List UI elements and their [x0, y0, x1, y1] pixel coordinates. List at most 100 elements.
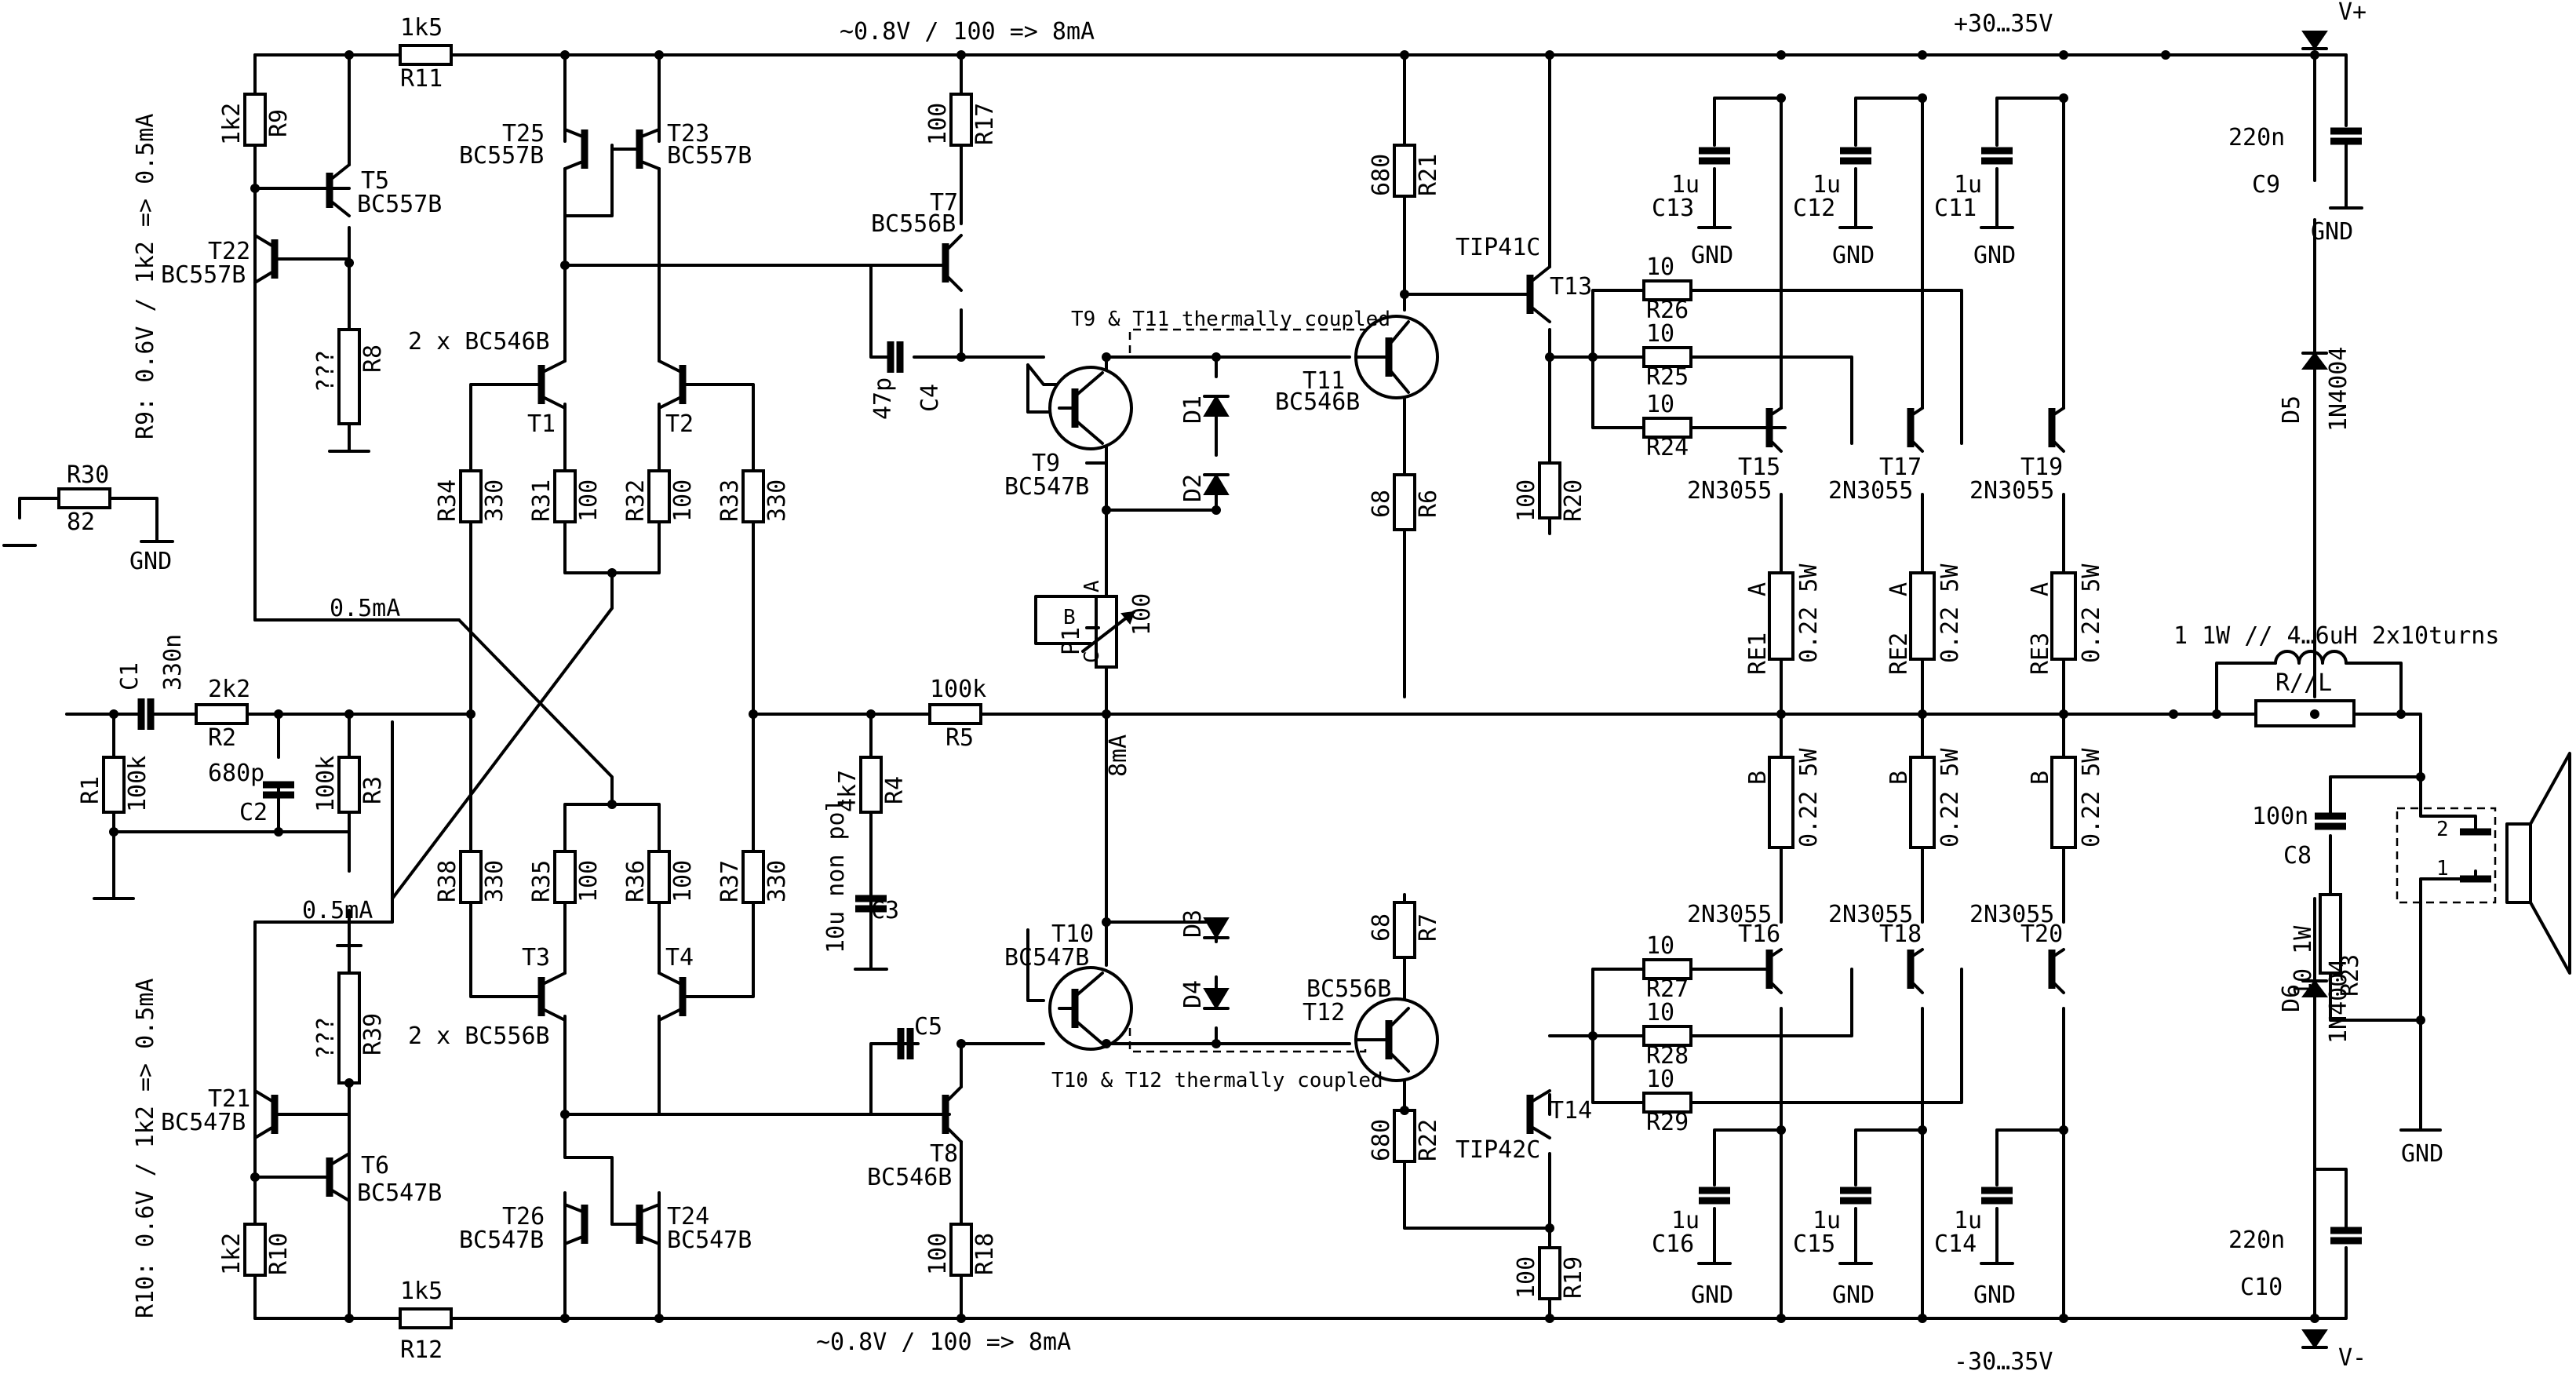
label-capacitors-c14-value: 1u: [1954, 1207, 1982, 1234]
label-transistors-t5-name: T5: [361, 167, 389, 195]
label-transistors-t6-type: BC547B: [357, 1179, 442, 1207]
label-transistors-t9-type: BC547B: [1004, 473, 1089, 501]
label-resistors-r22-value: 680: [1368, 1119, 1395, 1161]
label-resistors-re3b-value: 0.22 5W: [2078, 748, 2105, 848]
label-resistors-r23-value: 10 1W: [2290, 925, 2317, 997]
label-transistors-t21-type: BC547B: [161, 1109, 246, 1136]
thermal-coupling-bottom: [1128, 1028, 1367, 1053]
transistor-t19: [2048, 406, 2065, 453]
label-resistors-r23-name: R23: [2337, 954, 2364, 997]
label-capacitors-c13-value: 1u: [1671, 171, 1700, 199]
current-05-top: 0.5mA: [330, 595, 400, 622]
label-resistors-r6-value: 68: [1368, 490, 1395, 518]
capacitor-c9: [2330, 127, 2362, 145]
diode-d2: [1203, 473, 1230, 495]
vminus-arrow-icon: [2301, 1329, 2328, 1349]
label-transistors-t8-type: BC546B: [867, 1164, 952, 1191]
label-transistors-t5-type: BC557B: [357, 191, 442, 218]
label-resistors-r7-name: R7: [1415, 913, 1442, 942]
label-resistors-r36-name: R36: [622, 860, 650, 902]
resistor-r19: [1538, 1246, 1561, 1300]
gnd-c13: GND: [1691, 242, 1733, 269]
label-transistors-t21-name: T21: [208, 1085, 250, 1113]
label-resistors-r2-value: 2k2: [208, 676, 250, 703]
capacitor-c1: [137, 698, 155, 730]
label-resistors-r38-value: 330: [481, 860, 508, 902]
label-resistors-r34-name: R34: [434, 479, 461, 522]
label-resistors-r7-value: 68: [1368, 913, 1395, 942]
ground-symbols: [2, 206, 2442, 1265]
label-resistors-r34-value: 330: [481, 479, 508, 522]
label-capacitors-c2-name: C2: [239, 799, 268, 826]
label-transistors-t13-type: TIP41C: [1456, 234, 1540, 261]
capacitor-c2: [263, 781, 294, 799]
label-diodes-d5-type: 1N4004: [2325, 347, 2352, 432]
resistor-r7: [1393, 901, 1416, 959]
resistor-re3a: [2050, 571, 2077, 661]
transistor-t18: [1907, 948, 1924, 994]
transistor-t1: [537, 359, 567, 410]
label-transistors-t9-name: T9: [1032, 450, 1060, 477]
label-resistors-r25-name: R25: [1646, 363, 1689, 391]
label-transistors-t8-name: T8: [930, 1140, 958, 1168]
label-resistors-r12-name: R12: [400, 1336, 443, 1364]
vminus-value: -30…35V: [1954, 1348, 2053, 1376]
resistor-r32: [647, 469, 671, 523]
capacitor-c14: [1981, 1187, 2013, 1205]
label-capacitors-c14-name: C14: [1934, 1230, 1977, 1258]
label-resistors-r3-value: 100k: [312, 756, 340, 812]
resistor-r10: [243, 1223, 267, 1277]
diff-top: 2 x BC546B: [408, 328, 550, 355]
label-transistors-t16-type: 2N3055: [1687, 901, 1772, 928]
label-transistors-t12-name: T12: [1303, 999, 1345, 1026]
label-capacitors-c1-value: 330n: [159, 634, 187, 691]
label-capacitors-c10-name: C10: [2240, 1274, 2283, 1301]
resistor-r11: [399, 44, 453, 66]
transistor-t11: [1354, 315, 1439, 399]
vplus-label: V+: [2338, 0, 2366, 26]
vplus-arrow-icon: [2301, 31, 2328, 50]
label-resistors-re1a-value: 0.22 5W: [1795, 563, 1823, 663]
label-transistors-t19-name: T19: [2020, 454, 2063, 481]
label-resistors-r26-name: R26: [1646, 297, 1689, 324]
connector: [2396, 807, 2497, 904]
label-resistors-r11-value: 1k5: [400, 14, 443, 42]
current-8ma: 8mA: [1105, 735, 1132, 777]
capacitor-c4: [887, 341, 904, 373]
transistor-t15: [1765, 406, 1783, 453]
label-transistors-t3-name: T3: [522, 944, 550, 972]
capacitor-c8: [2315, 812, 2346, 830]
label-capacitors-c11-name: C11: [1934, 195, 1977, 222]
current-top: ~0.8V / 100 => 8mA: [840, 18, 1095, 46]
label-resistors-r17-name: R17: [971, 103, 999, 145]
label-transistors-t20-type: 2N3055: [1969, 901, 2054, 928]
label-resistors-p1-name: P1: [1058, 627, 1085, 655]
label-capacitors-c4-name: C4: [916, 384, 944, 412]
gnd-speaker: GND: [2401, 1140, 2443, 1168]
label-transistors-t17-type: 2N3055: [1828, 477, 1913, 505]
resistor-r21: [1393, 144, 1416, 198]
label-capacitors-c15-name: C15: [1793, 1230, 1835, 1258]
resistor-r22: [1393, 1109, 1416, 1163]
vplus-value: +30…35V: [1954, 10, 2053, 38]
transistor-t2: [658, 359, 700, 410]
inductor-coil: [2274, 650, 2348, 665]
capacitors: [137, 127, 2362, 1245]
junctions: [109, 50, 2425, 1323]
resistor-r12: [399, 1307, 453, 1329]
label-transistors-t14-name: T14: [1550, 1097, 1592, 1125]
label-diodes-d6-type: 1N4004: [2325, 959, 2352, 1044]
label-resistors-r1-name: R1: [77, 776, 104, 804]
label-capacitors-c9-value: 220n: [2228, 124, 2285, 151]
label-resistors-r10-value: 1k2: [218, 1233, 246, 1275]
label-resistors-r8-value: ???: [312, 350, 340, 392]
label-resistors-r24-value: 10: [1646, 391, 1674, 418]
diode-d4: [1203, 988, 1230, 1010]
resistor-r30: [57, 487, 111, 509]
transistor-t17: [1907, 406, 1924, 453]
label-resistors-re1a-tag: A: [1744, 582, 1772, 596]
label-resistors-re3a-value: 0.22 5W: [2078, 563, 2105, 663]
transistor-t10: [1048, 966, 1133, 1051]
capacitor-c11: [1981, 147, 2013, 165]
